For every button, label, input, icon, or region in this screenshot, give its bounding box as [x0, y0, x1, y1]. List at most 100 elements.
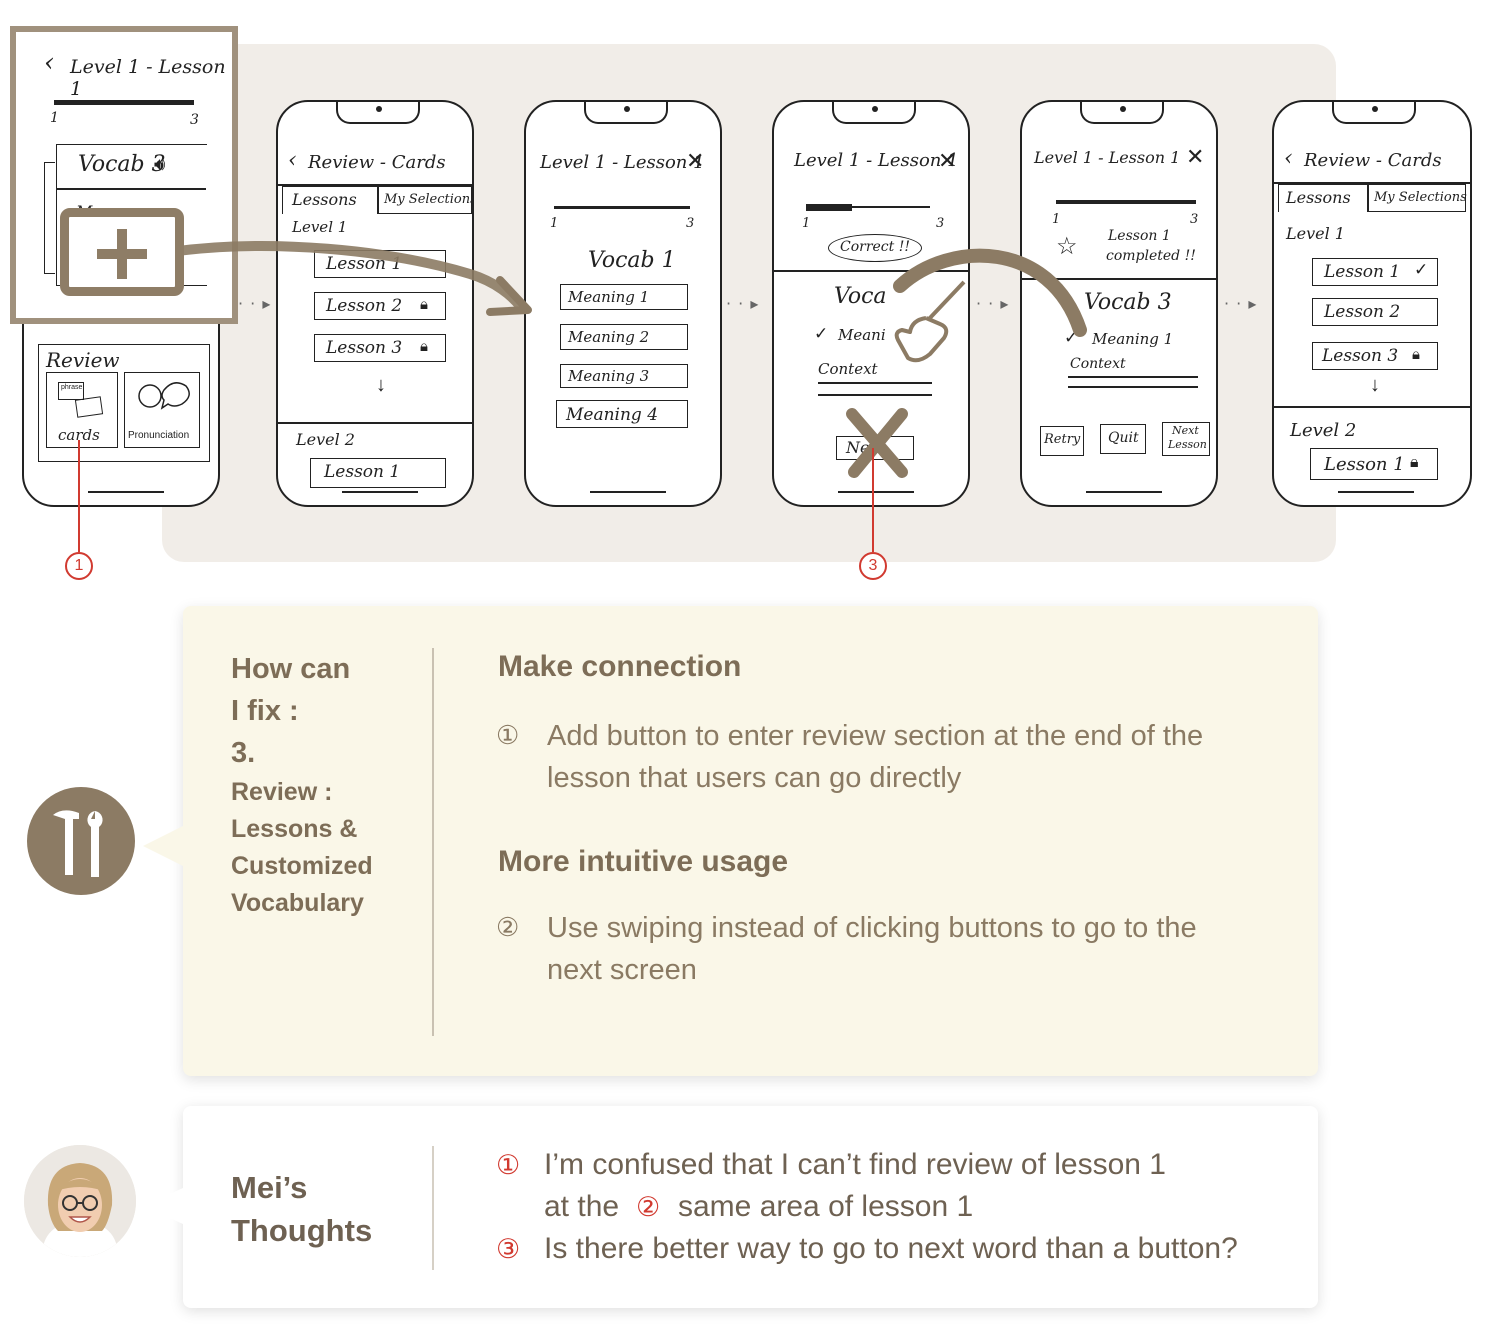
thought-number-3: ③ [496, 1234, 521, 1264]
fix-heading-line: How can [231, 653, 351, 685]
review-cards-tile[interactable] [46, 372, 118, 448]
divider [1022, 278, 1216, 280]
lesson-3-row[interactable] [314, 334, 446, 362]
progress-bar [806, 206, 930, 208]
phone-notch [1080, 102, 1164, 124]
progress-end: 3 [190, 112, 199, 128]
progress-bar [54, 100, 194, 105]
level-2-label: Level 2 [1290, 420, 1357, 441]
fix-panel [183, 606, 1318, 1076]
close-icon[interactable]: ✕ [1186, 144, 1205, 169]
retry-button[interactable] [1040, 426, 1084, 456]
retry-button-label: Retry [1044, 432, 1081, 447]
next-lesson-button[interactable] [1162, 422, 1210, 456]
tab-my-selections-label: My Selections [1374, 190, 1467, 205]
item-text-2: Use swiping instead of clicking buttons … [547, 912, 1197, 986]
fix-heading-line: I fix : [231, 695, 299, 727]
fix-heading-line: Lessons & [231, 815, 358, 843]
screen-4-correct: Level 1 - Lesson 1 ✕ 1 3 Correct !! Voca… [772, 100, 970, 507]
meaning-option-3-label: Meaning 3 [568, 367, 650, 385]
note-icon [58, 382, 84, 400]
progress-bar [554, 206, 690, 209]
thoughts-heading-line: Thoughts [231, 1213, 373, 1248]
lesson-3-label: Lesson 3 [326, 338, 403, 358]
home-indicator [1338, 491, 1414, 493]
lesson-3-row[interactable] [1312, 342, 1438, 370]
level-2-lesson-1-row[interactable] [310, 458, 446, 488]
quit-button[interactable] [1100, 424, 1146, 454]
context-line [1068, 386, 1198, 388]
note-label: phrase [61, 384, 83, 391]
level-2-lesson-1-label: Lesson 1 [324, 462, 401, 482]
level-2-lesson-1-row[interactable] [1310, 448, 1438, 480]
fix-heading-line: Customized [231, 852, 373, 880]
lesson-3-label: Lesson 3 [1322, 346, 1399, 366]
divider [774, 270, 968, 272]
progress-start: 1 [50, 110, 59, 126]
progress-end: 3 [686, 216, 695, 231]
tab-lessons-label: Lessons [1286, 188, 1351, 207]
completed-line-1: Lesson 1 [1108, 228, 1171, 244]
connection-stroke [165, 241, 532, 316]
home-indicator [342, 491, 418, 493]
progress-end: 3 [936, 216, 945, 231]
tab-lessons[interactable] [1278, 184, 1368, 212]
progress-bar [1056, 200, 1196, 204]
meaning-option-3[interactable] [560, 364, 688, 388]
back-chevron-icon[interactable]: ‹ [1284, 146, 1293, 171]
review-pron-tile[interactable] [124, 372, 200, 448]
correct-badge-label: Correct !! [840, 239, 910, 255]
back-chevron-icon[interactable]: ‹ [44, 48, 55, 78]
tab-my-selections[interactable] [378, 186, 472, 214]
vocab-title: Voca [834, 284, 887, 309]
progress-start: 1 [802, 216, 811, 231]
close-icon[interactable]: ✕ [686, 148, 705, 173]
callout-marker-3: 3 [859, 552, 887, 580]
phone-notch [584, 102, 668, 124]
home-indicator [838, 491, 914, 493]
add-review-button[interactable] [60, 208, 184, 296]
divider [278, 184, 472, 186]
fix-heading: How can I fix : 3. Review : Lessons & Cu… [231, 648, 431, 922]
home-indicator [590, 491, 666, 493]
item-number-2: ② [496, 912, 520, 942]
level-2-lesson-1-label: Lesson 1 [1324, 454, 1405, 475]
close-icon[interactable]: ✕ [938, 148, 957, 173]
meaning-option-1[interactable] [560, 284, 688, 310]
back-chevron-icon[interactable]: ‹ [288, 148, 297, 173]
zoom-title: Level 1 - Lesson 1 [70, 56, 226, 100]
screen-title: Level 1 - Lesson 1 [540, 152, 705, 173]
meaning-option-4[interactable] [556, 400, 688, 428]
divider [278, 422, 472, 424]
fix-heading-line: 3. [231, 737, 256, 769]
meaning-label: Meaning 1 [1092, 330, 1174, 348]
thoughts-heading-line: Mei’s [231, 1170, 308, 1205]
tab-lessons[interactable] [282, 186, 378, 214]
fix-heading-line: Vocabulary [231, 889, 364, 917]
lesson-2-row[interactable] [314, 292, 446, 320]
home-indicator [1086, 491, 1162, 493]
tab-my-selections[interactable] [1368, 184, 1466, 212]
progress-bar-fill [806, 204, 852, 211]
meaning-option-2[interactable] [560, 324, 688, 350]
phone-notch [336, 102, 420, 124]
meaning-option-4-label: Meaning 4 [566, 405, 659, 425]
lock-icon: 🔒︎ [1412, 346, 1420, 363]
screen-title: Review - Cards [1304, 150, 1442, 171]
meaning-label: Meani [838, 326, 886, 344]
check-icon: ✓ [814, 324, 829, 343]
thoughts-heading: Mei’s Thoughts [231, 1166, 372, 1252]
speaker-icon[interactable]: 🔊︎ [154, 154, 166, 174]
thought-line-1: I’m confused that I can’t find review of… [544, 1148, 1166, 1181]
progress-start: 1 [550, 216, 559, 231]
divider [1274, 406, 1470, 408]
lesson-2-row[interactable] [1312, 298, 1438, 326]
lesson-2-label: Lesson 2 [1324, 302, 1401, 322]
meaning-option-2-label: Meaning 2 [568, 328, 650, 346]
level-1-label: Level 1 [1286, 224, 1345, 243]
tools-icon [27, 787, 135, 895]
lesson-1-row[interactable] [1312, 258, 1438, 286]
progress-end: 3 [1190, 212, 1199, 227]
thought-line-2b: same area of lesson 1 [678, 1190, 974, 1223]
pronunciation-icon [138, 382, 190, 410]
